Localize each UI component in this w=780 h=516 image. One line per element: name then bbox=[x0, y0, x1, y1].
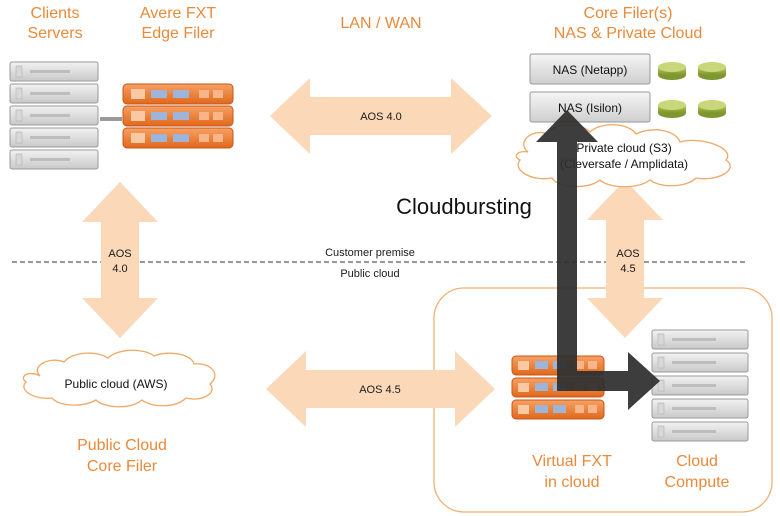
customer-premise-label: Customer premise bbox=[325, 247, 415, 259]
cloud-compute-label-line2: Compute bbox=[665, 474, 730, 491]
public-cloud-label: Public cloud (AWS) bbox=[65, 377, 168, 391]
right-vertical-label-line1: AOS bbox=[616, 248, 639, 260]
avere-label-line1: Avere FXT bbox=[140, 5, 216, 22]
disk-icon bbox=[658, 100, 686, 118]
nas-netapp-unit: NAS (Netapp) bbox=[529, 53, 726, 85]
private-cloud-label-line2: (Cleversafe / Amplidata) bbox=[560, 157, 688, 171]
left-vertical-arrow bbox=[82, 182, 158, 338]
cloudbursting-label: Cloudbursting bbox=[396, 194, 532, 219]
bottom-aos-label: AOS 4.5 bbox=[359, 384, 401, 396]
right-vertical-label-line2: 4.5 bbox=[620, 263, 635, 275]
nas-netapp-label: NAS (Netapp) bbox=[553, 63, 628, 77]
public-core-label-line1: Public Cloud bbox=[77, 437, 167, 454]
avere-fxt-stack bbox=[122, 83, 234, 149]
cloud-compute-stack bbox=[651, 329, 749, 442]
top-aos-arrow bbox=[270, 78, 492, 154]
public-core-label-line2: Core Filer bbox=[87, 458, 158, 475]
core-filer-label-line1: Core Filer(s) bbox=[584, 5, 673, 22]
right-vertical-arrow bbox=[587, 180, 663, 338]
virtual-fxt-label-line2: in cloud bbox=[544, 474, 599, 491]
clients-label-line2: Servers bbox=[27, 25, 82, 42]
cloudbursting-arrow bbox=[536, 110, 660, 410]
top-aos-label: AOS 4.0 bbox=[360, 111, 402, 123]
bottom-aos-arrow bbox=[266, 351, 495, 427]
public-cloud-divider-label: Public cloud bbox=[340, 268, 399, 280]
disk-icon bbox=[658, 62, 686, 80]
private-cloud-label-line1: Private cloud (S3) bbox=[576, 141, 671, 155]
client-fxt-connector bbox=[100, 117, 122, 121]
cloud-compute-label-line1: Cloud bbox=[676, 453, 718, 470]
disk-icon bbox=[698, 100, 726, 118]
lan-wan-label: LAN / WAN bbox=[340, 15, 421, 32]
disk-icon bbox=[698, 62, 726, 80]
virtual-fxt-label-line1: Virtual FXT bbox=[532, 453, 612, 470]
clients-label-line1: Clients bbox=[31, 5, 80, 22]
nas-isilon-label: NAS (Isilon) bbox=[558, 101, 622, 115]
left-vertical-label-line1: AOS bbox=[108, 248, 131, 260]
core-filer-label-line2: NAS & Private Cloud bbox=[554, 25, 703, 42]
public-cloud-shape bbox=[22, 349, 216, 408]
nas-isilon-unit: NAS (Isilon) bbox=[529, 91, 726, 123]
client-server-stack bbox=[9, 61, 99, 170]
left-vertical-label-line2: 4.0 bbox=[112, 263, 127, 275]
avere-label-line2: Edge Filer bbox=[142, 25, 216, 42]
